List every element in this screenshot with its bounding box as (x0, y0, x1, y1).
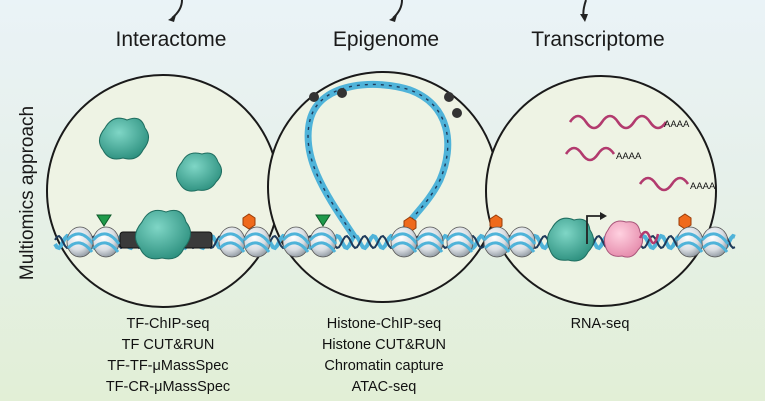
nucleosome-wrap (700, 232, 730, 253)
nucleosomes (65, 226, 730, 258)
arrow-epigenome (392, 0, 403, 19)
cohesin-dot-2 (337, 88, 347, 98)
method-item: Histone CUT&RUN (321, 337, 447, 353)
nascent-rna (638, 230, 660, 245)
methods-transcriptome: RNA-seq (490, 314, 710, 335)
nucleosome-wrap (308, 232, 338, 253)
nucleosome-wrap (675, 232, 705, 253)
polya-label-2: AAAA (616, 151, 642, 162)
nucleosome-wrap (415, 232, 445, 253)
tf-protein-bound (135, 209, 191, 260)
polya-label-3: AAAA (690, 181, 716, 192)
title-epigenome: Epigenome (332, 28, 440, 51)
method-item: Chromatin capture (324, 358, 444, 374)
arrow-interactome (171, 0, 183, 19)
method-item: TF-CR-μMassSpec (105, 379, 231, 395)
nucleosome-wrap (281, 232, 311, 253)
method-item: ATAC-seq (351, 379, 417, 395)
method-item: RNA-seq (570, 316, 630, 332)
nucleosome-wrap (389, 232, 419, 253)
promoter-arrow (586, 215, 600, 244)
mrna-2 (564, 146, 616, 162)
transcriptome-contents: AAAA AAAA AAAA (489, 114, 716, 262)
cohesin-dot-4 (452, 108, 462, 118)
rna-polymerase (603, 220, 644, 258)
cohesin-dot-3 (444, 92, 454, 102)
nucleosome-wrap (445, 232, 475, 253)
title-interactome: Interactome (115, 28, 227, 51)
method-item: Histone-ChIP-seq (326, 316, 442, 332)
methods-epigenome: Histone-ChIP-seq Histone CUT&RUN Chromat… (274, 314, 494, 398)
nucleosome-wrap (242, 232, 272, 253)
nucleosome-wrap (91, 232, 121, 253)
mrna-3 (638, 176, 690, 192)
circle-transcriptome (485, 75, 717, 307)
method-item: TF-TF-μMassSpec (107, 358, 229, 374)
histone-mark-green-2 (315, 214, 331, 227)
nucleosome-wrap (65, 232, 95, 253)
tf-protein-transcription (546, 217, 594, 262)
nucleosome-wrap (507, 232, 537, 253)
tf-protein-2 (176, 152, 222, 192)
epigenome-contents (304, 80, 462, 240)
nucleosome-wrap (217, 232, 247, 253)
methods-interactome: TF-ChIP-seq TF CUT&RUN TF-TF-μMassSpec T… (58, 314, 278, 398)
side-label: Multiomics approach (17, 105, 38, 281)
top-arrows (171, 0, 587, 19)
title-transcriptome: Transcriptome (531, 28, 665, 51)
nucleosome-wrap (482, 232, 512, 253)
tf-protein-1 (99, 117, 149, 160)
polya-label-1: AAAA (664, 119, 690, 130)
circle-epigenome (267, 71, 499, 303)
histone-mark-green (96, 214, 112, 227)
cohesin-dot-1 (309, 92, 319, 102)
circle-interactome (46, 74, 280, 308)
method-item: TF CUT&RUN (121, 337, 215, 353)
arrow-heads (168, 14, 588, 22)
mrna-1 (568, 114, 668, 130)
interactome-contents (96, 117, 256, 260)
circles (46, 71, 717, 308)
histone-mark-orange (242, 213, 256, 230)
method-item: TF-ChIP-seq (126, 316, 210, 332)
